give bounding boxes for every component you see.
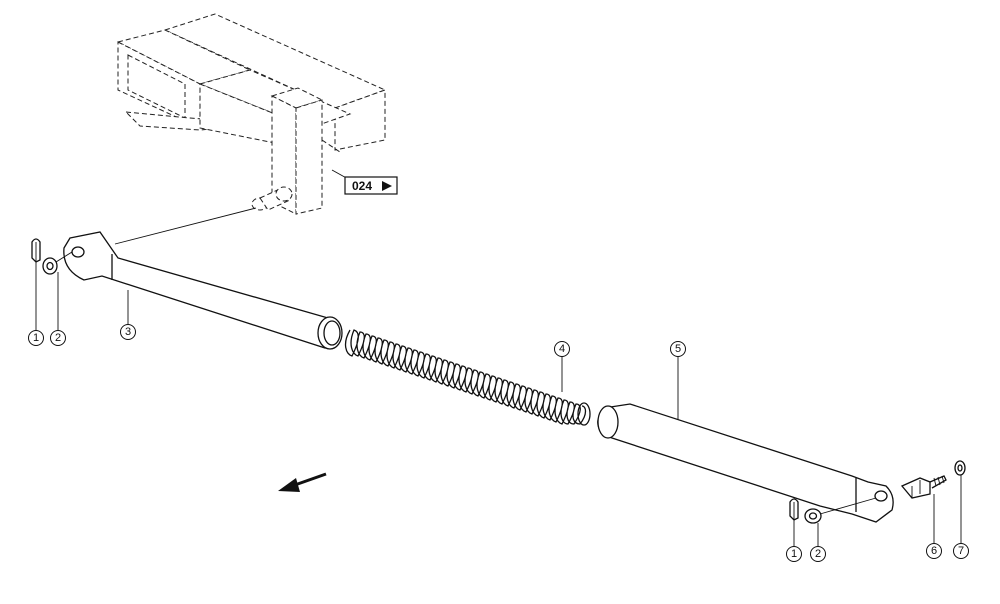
callout-number: 7 [958,545,964,557]
direction-arrow-icon [278,472,327,492]
cotter-pin-left [31,238,41,263]
washer-right [804,508,822,524]
callout-1-left[interactable]: 1 [28,330,44,346]
callout-number: 2 [55,332,61,344]
callout-6[interactable]: 6 [926,543,942,559]
callout-2-right[interactable]: 2 [810,546,826,562]
reference-box[interactable]: 024 [344,176,398,195]
bolt [900,475,947,499]
callout-5[interactable]: 5 [670,341,686,357]
callout-number: 2 [815,548,821,560]
callout-number: 1 [33,332,39,344]
spring [344,329,591,426]
lock-washer [954,460,966,476]
reference-label: 024 [352,179,372,193]
pin-leader [114,207,257,245]
callout-leaders [35,262,962,547]
cotter-pin-right [789,498,799,521]
washer-left [42,257,58,275]
right-arm [597,403,894,523]
callout-number: 5 [675,343,681,355]
callout-1-right[interactable]: 1 [786,546,802,562]
callout-number: 6 [931,545,937,557]
callout-3[interactable]: 3 [120,324,136,340]
callout-number: 4 [559,343,565,355]
frame-assembly [116,13,387,215]
callout-number: 1 [791,548,797,560]
callout-4[interactable]: 4 [554,341,570,357]
callout-7[interactable]: 7 [953,543,969,559]
callout-2-left[interactable]: 2 [50,330,66,346]
left-arm [63,231,343,350]
callout-number: 3 [125,326,131,338]
arrow-right-icon [382,181,392,191]
